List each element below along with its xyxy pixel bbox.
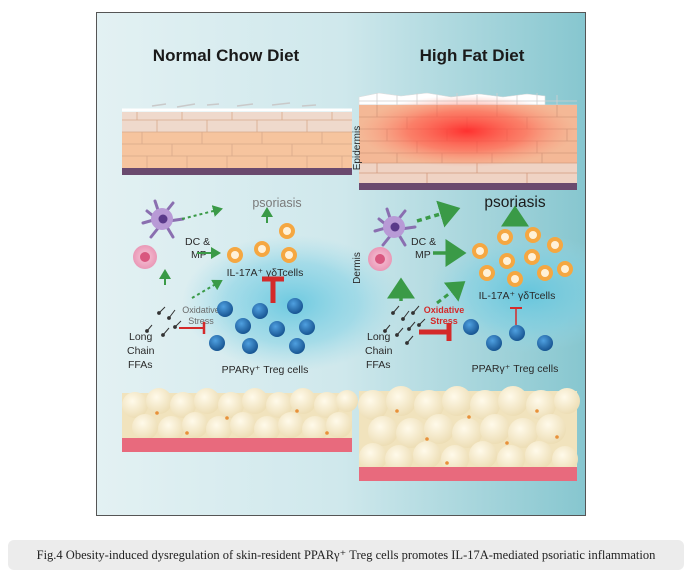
right-treg-cells [463,319,553,351]
left-treg-label: PPARγ⁺ Treg cells [222,364,309,376]
figure-caption: Fig.4 Obesity-induced dysregulation of s… [36,548,656,562]
right-treg-label: PPARγ⁺ Treg cells [472,363,559,375]
right-mp-cell [368,247,392,271]
right-dc-mp-label-1: DC & [411,236,436,248]
left-gd-tcells [227,223,297,263]
right-ffa-label-3: FFAs [366,359,391,371]
left-ffa-label-2: Chain [127,345,155,357]
left-dc-to-psoriasis-arrow [181,205,223,220]
dermis-label: Dermis [352,252,363,284]
right-epidermis [358,92,577,190]
left-dc-cell [141,199,185,239]
left-ffa-label-1: Long [129,331,153,343]
epidermis-label: Epidermis [352,126,363,170]
right-panel-title: High Fat Diet [420,46,525,65]
right-panel: High Fat Diet DC & [358,46,585,481]
right-ffa-label-2: Chain [365,345,393,357]
left-fat-layer [122,388,358,452]
right-gd-tcells [472,227,573,287]
right-dc-mp-label-2: MP [415,249,431,261]
right-ffa-to-gd-arrow [436,281,466,305]
left-mp-cell [133,245,157,269]
figure-panel: Normal Chow Diet DC & MP psoriasis [96,12,586,516]
left-ffa-label-3: FFAs [128,359,153,371]
left-dc-mp-label-2: MP [191,249,207,261]
left-oxidative-label-2: Stress [188,316,214,326]
right-inflammation-glow [359,95,575,167]
left-oxidative-inhibit [179,322,206,334]
left-panel-title: Normal Chow Diet [153,46,300,65]
left-ffa-molecules [145,306,182,337]
caption-bar: Fig.4 Obesity-induced dysregulation of s… [8,540,684,570]
right-ffa-label-1: Long [367,331,391,343]
left-treg-inhibit-gd [262,276,284,303]
right-oxidative-inhibit [419,323,452,341]
right-treg-inhibit-gd [510,307,522,325]
left-psoriasis-label: psoriasis [252,196,301,210]
left-oxidative-label-1: Oxidative [182,305,220,315]
right-oxidative-label-2: Stress [430,316,458,326]
right-psoriasis-label: psoriasis [484,194,545,211]
layer-labels: Epidermis Dermis [352,126,363,284]
right-ffa-molecules [383,305,426,345]
right-fat-layer [358,386,580,481]
right-il17a-label: IL-17A⁺ γδTcells [479,290,556,302]
left-panel: Normal Chow Diet DC & MP psoriasis [122,46,402,452]
right-dc-cell [373,207,417,247]
right-dc-to-psoriasis-arrow [416,200,461,228]
left-treg-cells [209,298,315,354]
left-dc-mp-label-1: DC & [185,236,210,248]
left-il17a-label: IL-17A⁺ γδTcells [227,267,304,279]
left-epidermis [122,102,352,175]
right-oxidative-label-1: Oxidative [424,305,465,315]
